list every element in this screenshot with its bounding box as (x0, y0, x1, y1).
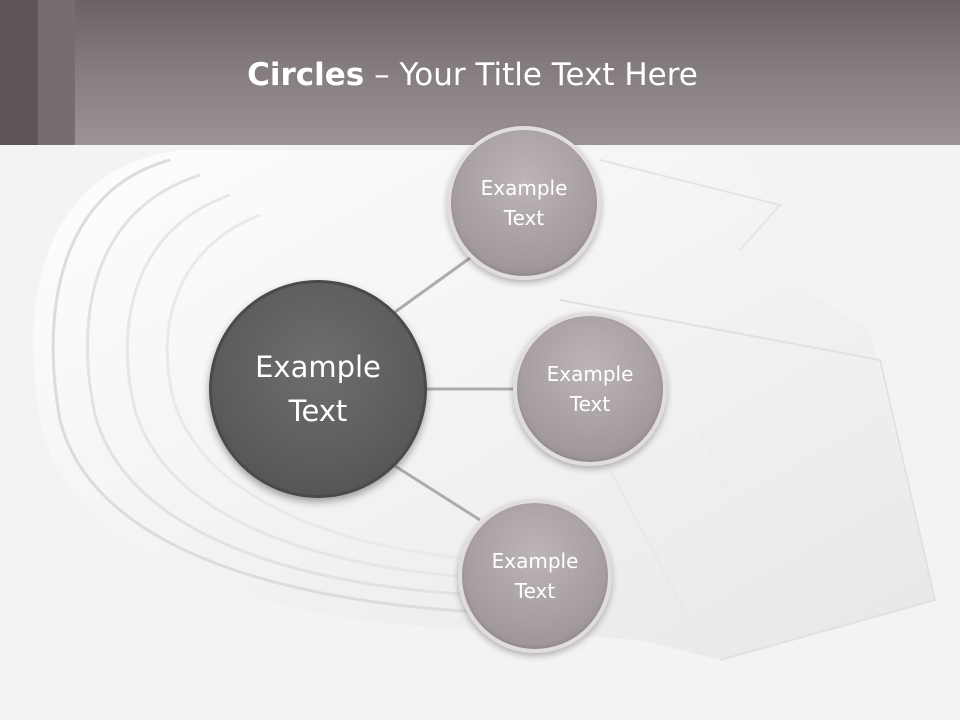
satellite-circle-bottom: Example Text (458, 499, 612, 653)
satellite-circle-label: Example (480, 176, 568, 200)
center-circle-label: Example (255, 350, 381, 384)
header-accent-strip (38, 0, 75, 145)
satellite-circle-top: Example Text (447, 126, 601, 280)
satellite-circle-label: Text (514, 579, 556, 603)
satellite-circle-label: Text (503, 206, 545, 230)
slide-title: Circles – Your Title Text Here (75, 50, 870, 100)
satellite-circle-middle: Example Text (513, 312, 667, 466)
satellite-circle-label: Example (491, 549, 579, 573)
center-circle: Example Text (209, 280, 427, 498)
center-circle-label: Text (288, 394, 348, 428)
title-rest: – Your Title Text Here (364, 57, 698, 93)
connector-line-bottom (394, 464, 481, 522)
satellite-circle-label: Example (546, 362, 634, 386)
header-bar (0, 0, 960, 145)
satellite-circle-label: Text (569, 392, 611, 416)
connector-line-top (394, 256, 471, 314)
header-accent-strip (0, 0, 38, 145)
title-bold-word: Circles (247, 57, 365, 93)
